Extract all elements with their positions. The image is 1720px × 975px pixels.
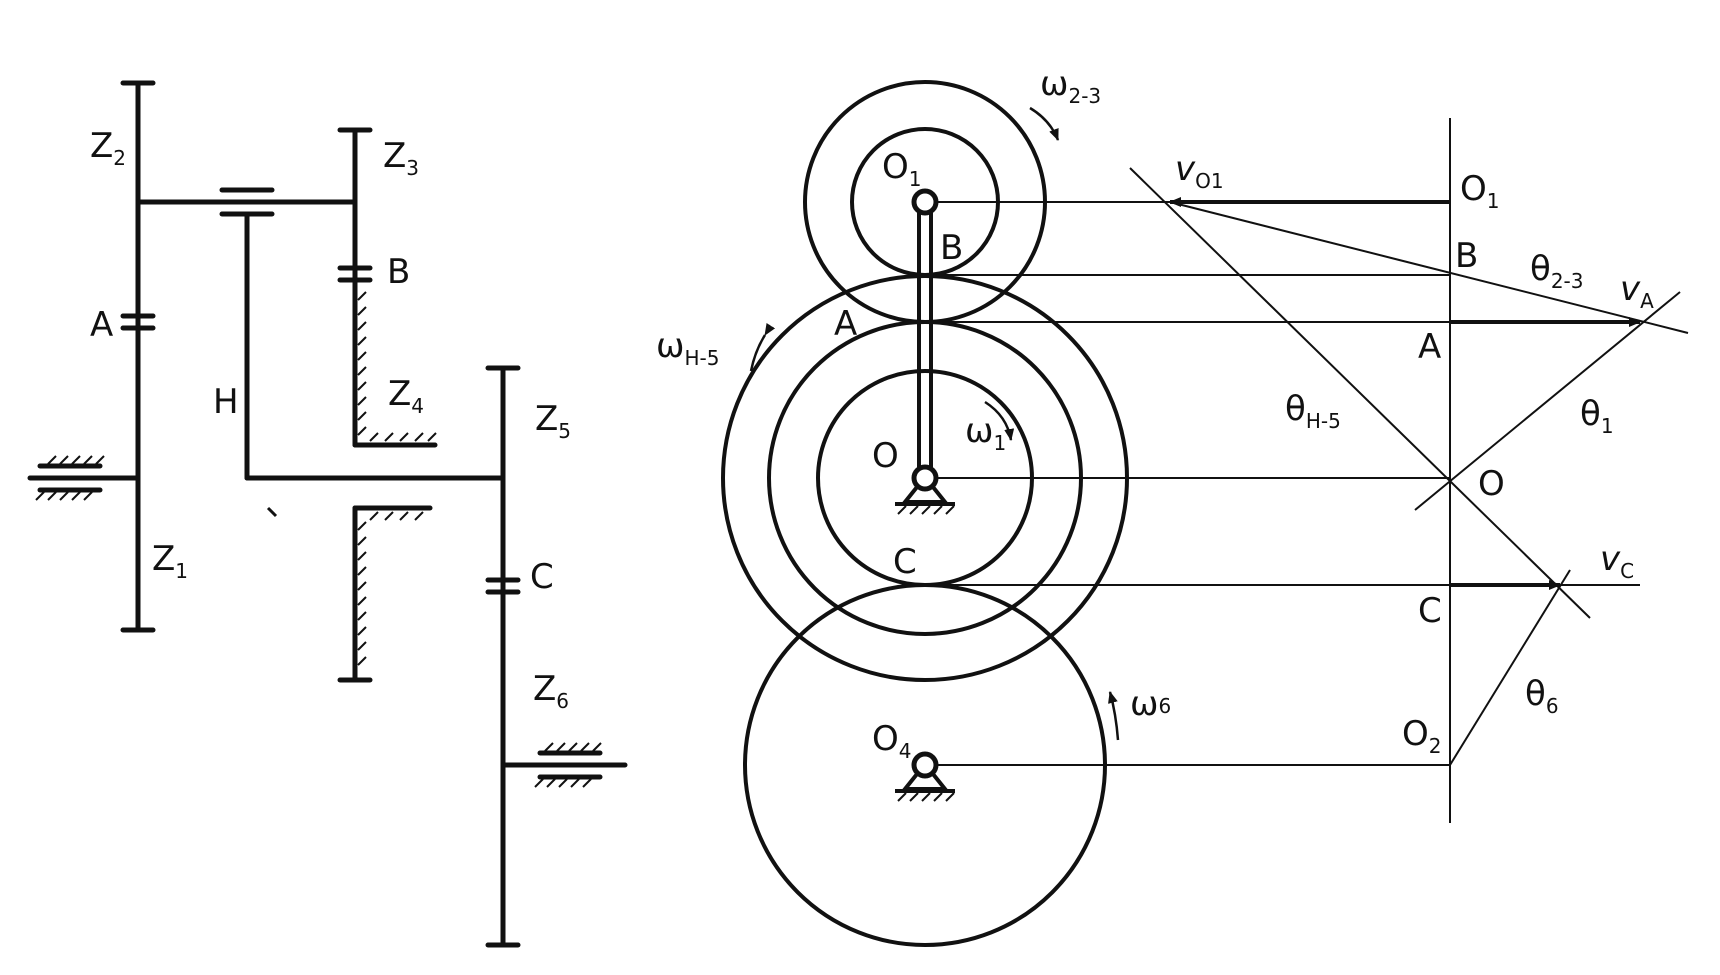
label-o1-axis: O1 [1460, 169, 1500, 213]
label-o: O [872, 436, 899, 476]
label-omega-6: ω6 [1130, 684, 1171, 724]
label-c-gear: C [893, 542, 917, 582]
label-b-gear: B [940, 228, 963, 268]
label-z6: Z6 [533, 669, 569, 713]
label-z5: Z5 [535, 399, 571, 443]
label-z2: Z2 [90, 126, 126, 170]
omega-6-arrow [1108, 691, 1120, 741]
label-z1: Z1 [152, 539, 188, 583]
omega-2-3-arrow [1029, 106, 1060, 141]
omega-1-arrow [984, 400, 1015, 441]
label-theta-h-5: θH-5 [1285, 389, 1341, 433]
label-omega-h-5: ωH-5 [656, 326, 719, 370]
label-b-axis: B [1455, 236, 1478, 276]
label-theta-6: θ6 [1525, 674, 1559, 718]
ring-z4-upper-hatch [357, 291, 437, 442]
label-o2-axis: O2 [1402, 714, 1442, 758]
label-z3: Z3 [383, 136, 419, 180]
label-o-axis: O [1478, 464, 1505, 504]
pivot-o [911, 464, 939, 492]
label-v-c: vC [1600, 539, 1634, 583]
ring-z4-lower-hatch [357, 511, 424, 666]
label-o1: O1 [882, 147, 922, 191]
label-omega-1: ω1 [965, 411, 1006, 455]
line-theta-1 [1414, 291, 1681, 511]
label-v-a: vA [1620, 269, 1654, 313]
input-bearing-hatch [35, 455, 105, 501]
label-c-axis: C [1418, 591, 1442, 631]
label-b: B [387, 252, 410, 292]
label-theta-1: θ1 [1580, 394, 1614, 438]
velocity-diagram: vO1 O1 B θ2-3 vA A θH-5 θ1 O vC C θ6 O2 [1129, 118, 1689, 823]
label-a-axis: A [1418, 327, 1441, 367]
line-theta-2-3 [1169, 201, 1689, 334]
line-theta-6 [1449, 569, 1571, 766]
label-theta-2-3: θ2-3 [1530, 249, 1583, 293]
label-h: H [213, 382, 239, 422]
label-v-o1: vO1 [1175, 149, 1224, 193]
gear-train-schematic: Z2 Z3 B A H Z4 Z5 Z1 C Z6 [27, 80, 628, 948]
label-a: A [90, 305, 113, 345]
label-c: C [530, 557, 554, 597]
label-omega-2-3: ω2-3 [1040, 64, 1101, 108]
line-theta-h-5 [1129, 167, 1591, 619]
pivot-o1 [911, 188, 939, 216]
omega-h-5-arrow [749, 323, 776, 372]
label-z4: Z4 [388, 374, 424, 418]
label-a-gear: A [834, 304, 857, 344]
gear-pitch-circles: O1 B A O C O4 ω2-3 ωH-5 ω1 ω6 [656, 64, 1450, 947]
label-o4: O4 [872, 719, 912, 763]
output-bearing-hatch [534, 742, 602, 788]
pivot-o4 [911, 751, 939, 779]
